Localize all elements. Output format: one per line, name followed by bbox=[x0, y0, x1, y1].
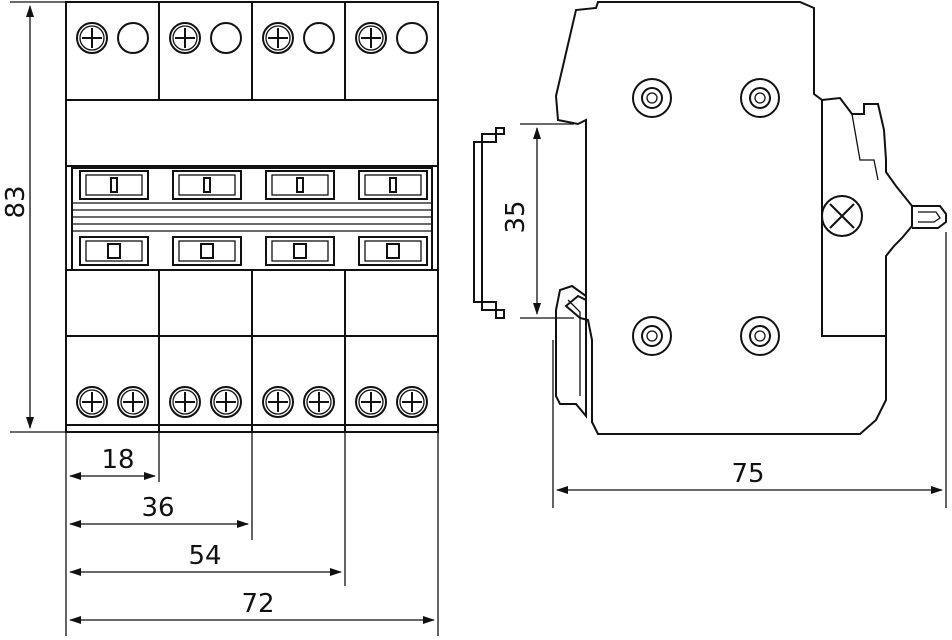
screw-icon bbox=[262, 22, 294, 54]
side-view bbox=[473, 0, 947, 435]
screw-icon bbox=[262, 386, 294, 418]
screw-icon bbox=[169, 22, 201, 54]
toggle-on-indicator bbox=[265, 170, 335, 200]
screw-icon bbox=[76, 22, 108, 54]
width-54-label: 54 bbox=[188, 541, 221, 571]
front-view bbox=[65, 1, 439, 433]
width-36-label: 36 bbox=[141, 493, 174, 523]
mounting-boss-icon bbox=[740, 316, 780, 356]
width-18-label: 18 bbox=[101, 445, 134, 475]
depth-label: 75 bbox=[731, 459, 764, 489]
screw-icon bbox=[169, 386, 201, 418]
mounting-boss-icon bbox=[632, 78, 672, 118]
screw-icon bbox=[117, 386, 149, 418]
din-rail bbox=[473, 127, 505, 319]
terminal-hole bbox=[117, 22, 149, 54]
width-72-label: 72 bbox=[241, 589, 274, 619]
height-dimension: 83 bbox=[1, 1, 66, 433]
toggle-on-indicator bbox=[172, 170, 242, 200]
toggle-off-indicator bbox=[79, 236, 149, 266]
toggle-off-indicator bbox=[265, 236, 335, 266]
height-label: 83 bbox=[1, 185, 31, 218]
toggle-on-indicator bbox=[79, 170, 149, 200]
mounting-boss-icon bbox=[632, 316, 672, 356]
mounting-boss-icon bbox=[740, 78, 780, 118]
width-dimensions: 18 36 54 72 bbox=[65, 432, 439, 636]
rail-dimension: 35 bbox=[501, 123, 574, 319]
toggle-off-indicator bbox=[172, 236, 242, 266]
rail-label: 35 bbox=[501, 200, 531, 233]
screw-icon bbox=[76, 386, 108, 418]
screw-icon bbox=[210, 386, 242, 418]
rivet-cross-icon bbox=[821, 195, 863, 237]
terminal-hole bbox=[396, 22, 428, 54]
depth-dimension: 75 bbox=[552, 232, 947, 508]
toggle-on-indicator bbox=[358, 170, 428, 200]
terminal-hole bbox=[210, 22, 242, 54]
screw-icon bbox=[355, 22, 387, 54]
screw-icon bbox=[396, 386, 428, 418]
screw-icon bbox=[303, 386, 335, 418]
terminal-hole bbox=[303, 22, 335, 54]
toggle-off-indicator bbox=[358, 236, 428, 266]
screw-icon bbox=[355, 386, 387, 418]
